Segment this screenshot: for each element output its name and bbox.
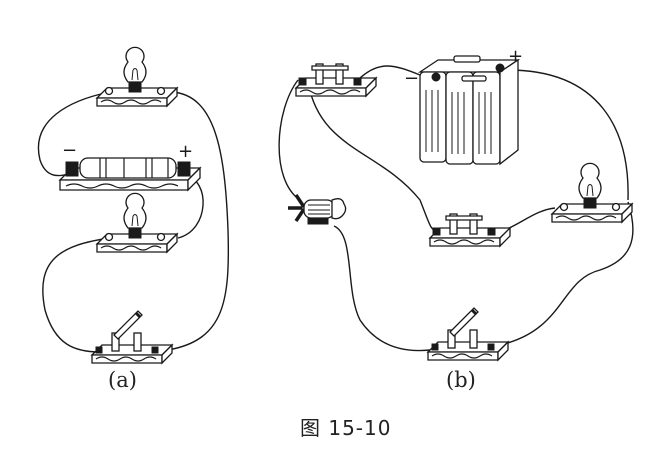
bulb-holder-1 — [97, 47, 177, 106]
wire — [359, 65, 421, 79]
knife-switch — [428, 308, 508, 360]
wire — [499, 201, 634, 346]
panel-b: − + — [278, 46, 634, 360]
panel-a-label: (a) — [108, 368, 137, 392]
wire — [167, 91, 230, 351]
bulb-holder — [552, 163, 632, 222]
figure-caption: 图 15-10 — [300, 416, 392, 440]
panel-a: − + — [37, 47, 230, 363]
knife-switch — [92, 311, 172, 363]
storage-battery: − + — [404, 46, 523, 166]
positive-sign: + — [178, 141, 193, 162]
push-switch-2 — [430, 214, 510, 246]
push-switch-1 — [296, 64, 376, 96]
wire — [278, 79, 301, 201]
fan-motor — [288, 194, 347, 225]
wire — [307, 81, 439, 233]
battery-holder: − + — [58, 140, 202, 192]
dry-cell — [79, 157, 177, 179]
negative-sign: − — [62, 140, 77, 161]
negative-sign: − — [404, 68, 419, 89]
wire — [333, 225, 431, 352]
wire — [42, 237, 111, 353]
bulb-holder-2 — [97, 193, 177, 252]
positive-sign: + — [508, 46, 523, 67]
panel-b-label: (b) — [446, 368, 476, 392]
wire — [507, 69, 629, 201]
wire — [37, 91, 111, 177]
